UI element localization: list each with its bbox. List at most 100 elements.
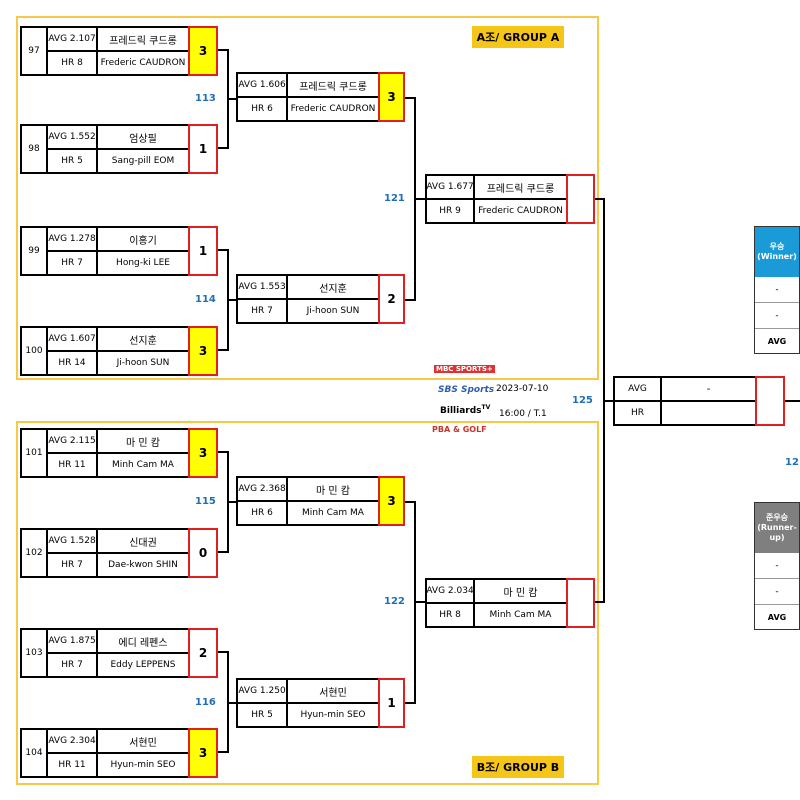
seed-number: 102 — [20, 528, 48, 578]
match-score: 3 — [188, 428, 218, 478]
player-name-kr: - — [660, 376, 757, 402]
match-number-final: 12 — [785, 457, 799, 468]
player-name-en: Hyun-min SEO — [96, 752, 190, 778]
match-score: 2 — [378, 274, 405, 324]
runnerup-avg-label: AVG — [767, 612, 787, 622]
player-hr: HR 8 — [425, 602, 475, 628]
player-name-kr: 서현민 — [96, 728, 190, 754]
seed-number: 99 — [20, 226, 48, 276]
player-hr: HR 7 — [46, 250, 98, 276]
match-number-122: 122 — [384, 596, 405, 607]
player-avg: AVG 1.553 — [236, 274, 288, 300]
winner-header: 우승 (Winner) — [755, 227, 799, 277]
player-name-kr: 에디 레펜스 — [96, 628, 190, 654]
match-number-114: 114 — [195, 294, 216, 305]
winner-panel: 우승 (Winner) - - AVG — [754, 226, 800, 354]
player-name-en: Minh Cam MA — [96, 452, 190, 478]
player-name-en: Frederic CAUDRON — [286, 96, 380, 122]
billiards-tv-logo: BilliardsTV — [440, 404, 490, 416]
player-name-kr: 신대권 — [96, 528, 190, 554]
player-avg: AVG 1.250 — [236, 678, 288, 704]
player-name-kr: 프레드릭 쿠드롱 — [96, 26, 190, 52]
player-avg: AVG 2.107 — [46, 26, 98, 52]
player-hr: HR — [613, 400, 662, 426]
player-name-en: Sang-pill EOM — [96, 148, 190, 174]
player-avg: AVG 1.875 — [46, 628, 98, 654]
seed-number: 98 — [20, 124, 48, 174]
match-number-115: 115 — [195, 496, 216, 507]
player-avg: AVG 1.528 — [46, 528, 98, 554]
winner-title-en: (Winner) — [757, 252, 797, 261]
player-name-en — [660, 400, 757, 426]
player-avg: AVG 2.368 — [236, 476, 288, 502]
sbs-sports-logo: SBS Sports — [438, 385, 495, 395]
player-avg: AVG 1.278 — [46, 226, 98, 252]
match-score: 3 — [378, 476, 405, 526]
winner-title-kr: 우승 — [769, 242, 785, 251]
group-a-label: A조/ GROUP A — [472, 26, 564, 48]
runnerup-title-kr: 준우승 — [765, 513, 789, 522]
player-name-en: Minh Cam MA — [286, 500, 380, 526]
match-score: 2 — [188, 628, 218, 678]
player-hr: HR 11 — [46, 452, 98, 478]
player-name-en: Hyun-min SEO — [286, 702, 380, 728]
match-number-121: 121 — [384, 193, 405, 204]
player-name-kr: 선지훈 — [286, 274, 380, 300]
player-name-kr: 선지훈 — [96, 326, 190, 352]
player-avg: AVG 2.034 — [425, 578, 475, 604]
runnerup-name-en: - — [755, 579, 799, 605]
player-avg: AVG — [613, 376, 662, 402]
match-score — [566, 174, 595, 224]
player-name-kr: 이홍기 — [96, 226, 190, 252]
player-hr: HR 5 — [46, 148, 98, 174]
player-name-kr: 프레드릭 쿠드롱 — [473, 174, 568, 200]
seed-number: 100 — [20, 326, 48, 376]
runnerup-title-en: (Runner-up) — [757, 523, 797, 542]
group-b-label: B조/ GROUP B — [472, 756, 564, 778]
player-hr: HR 8 — [46, 50, 98, 76]
player-avg: AVG 1.552 — [46, 124, 98, 150]
player-name-en: Eddy LEPPENS — [96, 652, 190, 678]
player-name-kr: 마 민 캄 — [286, 476, 380, 502]
seed-number: 97 — [20, 26, 48, 76]
player-hr: HR 6 — [236, 500, 288, 526]
player-name-kr: 엄상필 — [96, 124, 190, 150]
runnerup-header: 준우승 (Runner-up) — [755, 503, 799, 553]
match-score: 0 — [188, 528, 218, 578]
player-name-kr: 서현민 — [286, 678, 380, 704]
player-avg: AVG 1.677 — [425, 174, 475, 200]
match-date: 2023-07-10 — [496, 384, 549, 394]
player-hr: HR 9 — [425, 198, 475, 224]
seed-number: 103 — [20, 628, 48, 678]
seed-number: 104 — [20, 728, 48, 778]
match-score: 1 — [188, 226, 218, 276]
match-score — [755, 376, 785, 426]
player-hr: HR 14 — [46, 350, 98, 376]
pba-golf-logo: PBA & GOLF — [432, 425, 487, 434]
player-hr: HR 7 — [46, 652, 98, 678]
player-avg: AVG 1.606 — [236, 72, 288, 98]
player-name-en: Frederic CAUDRON — [473, 198, 568, 224]
player-name-kr: 프레드릭 쿠드롱 — [286, 72, 380, 98]
match-score — [566, 578, 595, 628]
billiards-logo-sup: TV — [481, 404, 491, 411]
player-name-en: Hong-ki LEE — [96, 250, 190, 276]
player-name-en: Minh Cam MA — [473, 602, 568, 628]
match-time-table: 16:00 / T.1 — [499, 409, 547, 419]
player-hr: HR 5 — [236, 702, 288, 728]
match-score: 3 — [188, 326, 218, 376]
player-hr: HR 7 — [46, 552, 98, 578]
match-number-113: 113 — [195, 93, 216, 104]
player-name-en: Frederic CAUDRON — [96, 50, 190, 76]
billiards-logo-text: Billiards — [440, 406, 482, 416]
runnerup-name-kr: - — [755, 553, 799, 579]
player-hr: HR 7 — [236, 298, 288, 324]
match-score: 3 — [378, 72, 405, 122]
winner-avg-label: AVG — [767, 336, 787, 346]
match-number-116: 116 — [195, 697, 216, 708]
player-hr: HR 11 — [46, 752, 98, 778]
runnerup-panel: 준우승 (Runner-up) - - AVG — [754, 502, 800, 630]
match-score: 3 — [188, 728, 218, 778]
match-score: 1 — [378, 678, 405, 728]
